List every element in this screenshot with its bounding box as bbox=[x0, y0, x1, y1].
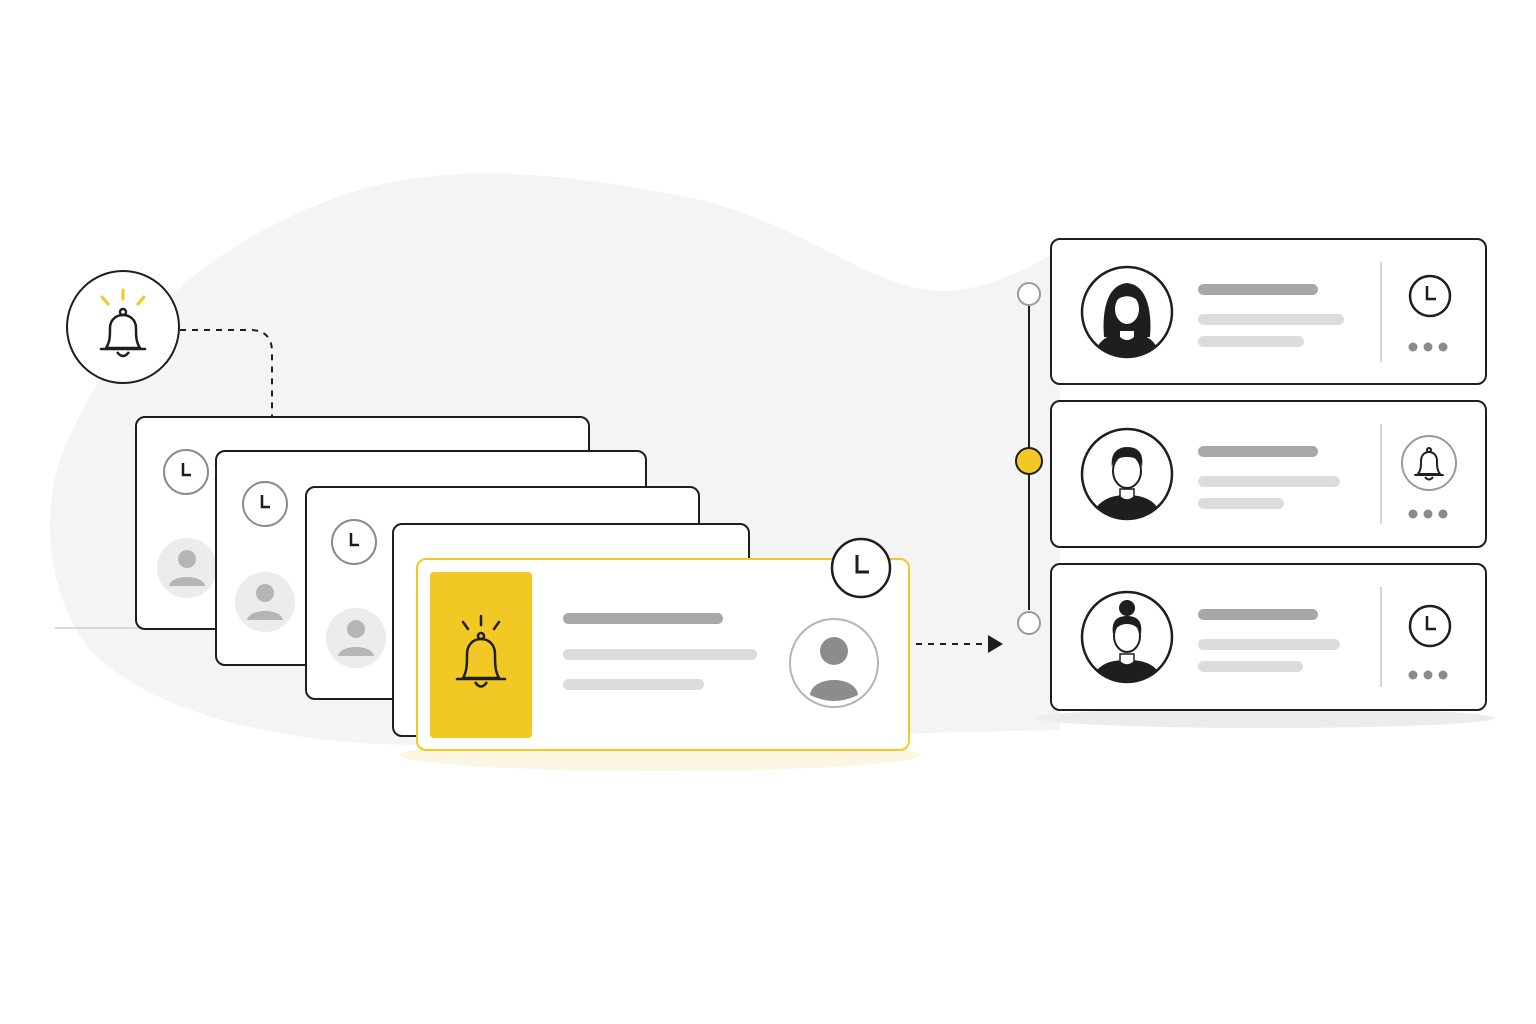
bell-icon bbox=[455, 614, 507, 688]
recipient-3-line-bar-1 bbox=[1198, 639, 1340, 650]
clock-icon bbox=[242, 481, 288, 527]
notification-source[interactable] bbox=[66, 270, 180, 384]
clock-badge-icon bbox=[830, 537, 892, 599]
timeline-node-1 bbox=[1017, 282, 1041, 306]
user-avatar-icon bbox=[157, 538, 217, 598]
timeline-node-3 bbox=[1017, 611, 1041, 635]
recipient-2-title-bar bbox=[1198, 446, 1318, 457]
woman-avatar-icon bbox=[1080, 265, 1174, 359]
active-card-bell-panel bbox=[430, 572, 532, 738]
flow-arrow-head bbox=[988, 635, 1003, 653]
recipient-3-line-bar-2 bbox=[1198, 661, 1303, 672]
clock-icon bbox=[163, 449, 209, 495]
recipient-3-title-bar bbox=[1198, 609, 1318, 620]
clock-icon bbox=[331, 519, 377, 565]
active-card-line-bar-2 bbox=[563, 679, 704, 690]
more-dots-icon[interactable] bbox=[1407, 341, 1451, 353]
recipient-2-divider bbox=[1380, 424, 1382, 524]
recipient-2-line-bar-2 bbox=[1198, 498, 1284, 509]
recipient-1-title-bar bbox=[1198, 284, 1318, 295]
more-dots-icon[interactable] bbox=[1407, 669, 1451, 681]
man-avatar-icon bbox=[1080, 427, 1174, 521]
clock-icon bbox=[1408, 604, 1452, 648]
recipient-card-2[interactable] bbox=[1050, 400, 1487, 548]
recipient-card-3[interactable] bbox=[1050, 563, 1487, 711]
recipient-1-divider bbox=[1380, 262, 1382, 362]
bell-icon bbox=[99, 288, 147, 358]
active-card-title-bar bbox=[563, 613, 723, 624]
user-avatar-icon bbox=[235, 572, 295, 632]
recipient-1-line-bar-2 bbox=[1198, 336, 1304, 347]
recipient-3-divider bbox=[1380, 587, 1382, 687]
recipient-2-line-bar-1 bbox=[1198, 476, 1340, 487]
user-avatar-icon bbox=[326, 608, 386, 668]
active-card-line-bar-1 bbox=[563, 649, 757, 660]
clock-icon bbox=[1408, 274, 1452, 318]
recipient-card-1[interactable] bbox=[1050, 238, 1487, 385]
timeline-node-2 bbox=[1015, 447, 1043, 475]
active-notification-card[interactable] bbox=[416, 558, 910, 751]
recipient-1-line-bar-1 bbox=[1198, 314, 1344, 325]
more-dots-icon[interactable] bbox=[1407, 508, 1451, 520]
bell-icon bbox=[1401, 435, 1457, 491]
woman-bun-avatar-icon bbox=[1080, 590, 1174, 684]
source-connector bbox=[180, 329, 273, 416]
user-avatar-icon bbox=[789, 618, 879, 708]
